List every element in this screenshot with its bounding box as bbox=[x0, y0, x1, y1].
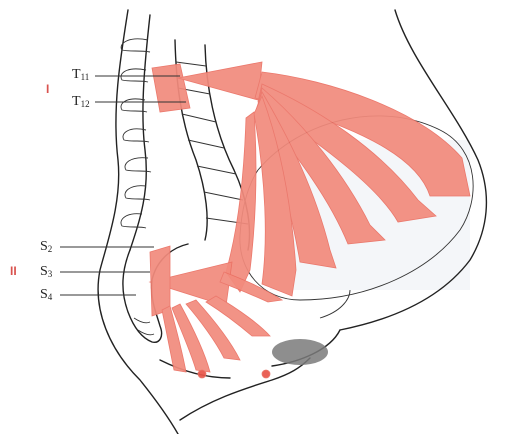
fan-arrows-lower-icon bbox=[150, 246, 282, 378]
lower-band bbox=[150, 246, 170, 316]
spinous-processes bbox=[121, 39, 151, 228]
upper-band bbox=[152, 64, 190, 112]
coccyx-segments bbox=[134, 318, 154, 335]
label-s3: S3 bbox=[40, 264, 53, 279]
label-t12: T12 bbox=[72, 94, 90, 109]
lower-abdomen-fold bbox=[320, 290, 350, 318]
bladder-shadow bbox=[272, 339, 328, 365]
region-label-upper: I bbox=[46, 82, 49, 96]
upper-arrowhead bbox=[178, 62, 262, 100]
label-t11: T11 bbox=[72, 67, 89, 82]
region-label-lower: II bbox=[10, 264, 17, 278]
focus-dot-1 bbox=[198, 370, 206, 378]
label-s4: S4 bbox=[40, 287, 53, 302]
focus-dot-2 bbox=[262, 370, 270, 378]
label-s2: S2 bbox=[40, 239, 52, 254]
spine-posterior-edge bbox=[130, 15, 150, 250]
